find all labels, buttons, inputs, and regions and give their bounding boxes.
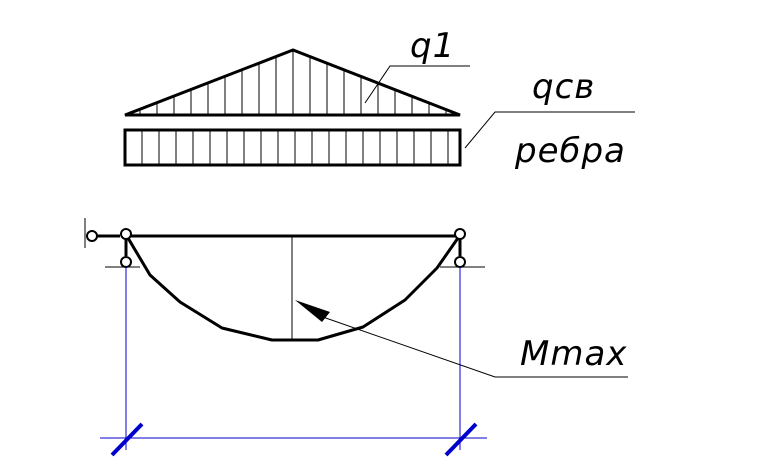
qsv-hatching [141, 130, 449, 165]
left-tick [110, 422, 144, 457]
mmax-leader-line [319, 315, 628, 378]
q1-triangular-load: q1 [124, 26, 470, 117]
q1-leader-line [364, 65, 470, 104]
qsv-label: qсв [532, 67, 595, 107]
left-bottom-hinge [120, 256, 132, 268]
span-dimension [100, 267, 487, 457]
rebra-label: ребра [514, 131, 626, 171]
beam-scheme [84, 218, 485, 268]
right-tick [444, 422, 478, 457]
qsv-uniform-load: qсв ребра [123, 67, 635, 171]
q1-hatching [139, 50, 447, 115]
right-support [440, 228, 485, 268]
mmax-arrowhead [295, 300, 330, 322]
qsv-leader-line [464, 111, 635, 149]
qsv-rectangle [123, 128, 462, 167]
mmax-label: Mmax [520, 334, 627, 374]
moment-curve [126, 237, 460, 342]
q1-label: q1 [410, 26, 455, 66]
left-top-hinge [120, 228, 132, 240]
right-bottom-hinge [454, 256, 466, 268]
right-top-hinge [454, 228, 466, 240]
moment-diagram: Mmax [126, 236, 628, 378]
left-horizontal-hinge [86, 230, 98, 242]
